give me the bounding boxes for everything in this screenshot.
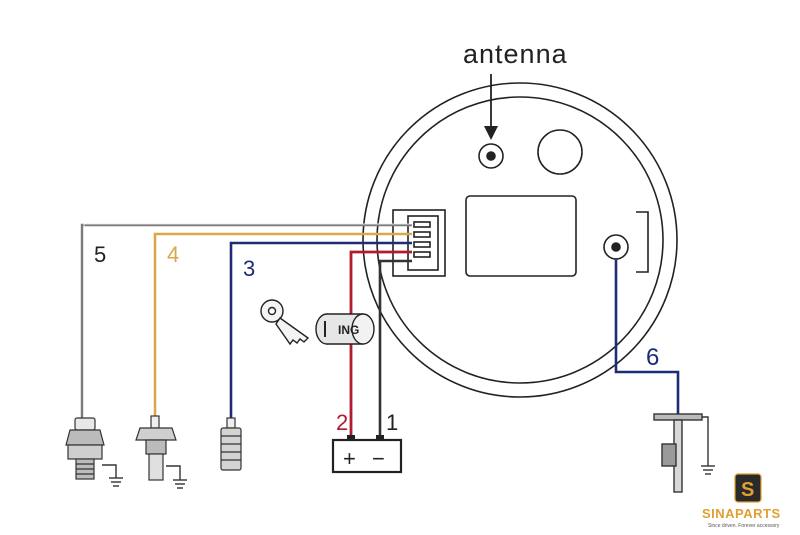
gauge-inner-ring: [376, 96, 664, 384]
wire-1-black: [378, 259, 412, 440]
wire-2-red: [349, 250, 412, 440]
ground-icon: [701, 416, 715, 475]
ground-icon: [102, 464, 123, 487]
fuel-level-sender: [653, 413, 703, 493]
wire-3-label: 3: [243, 256, 255, 281]
antenna-arrow-icon: [484, 74, 498, 140]
ignition-switch: [315, 313, 375, 345]
wire-2-label: 2: [336, 410, 348, 435]
speed-sensor: [220, 417, 242, 471]
brand-logo-badge: [734, 473, 762, 503]
ignition-label: ING: [338, 323, 359, 337]
sender-terminal: [603, 234, 629, 260]
wire-6-navy: [614, 259, 680, 414]
brand-tagline: Since driven. Forever accessory: [708, 523, 780, 529]
battery-plus-label: +: [343, 446, 356, 471]
gauge-side-tab: [636, 211, 649, 273]
pressure-sender: [65, 417, 105, 480]
wire-5-gray: [80, 223, 412, 418]
wire-5-label: 5: [94, 242, 106, 267]
ground-icon: [166, 465, 187, 489]
gauge: [362, 82, 678, 398]
antenna-label: antenna: [463, 39, 568, 69]
brand-logo-letter: S: [741, 479, 754, 501]
wire-4-label: 4: [167, 242, 179, 267]
battery-minus-label: −: [372, 446, 385, 471]
key-icon: [260, 299, 310, 346]
wire-4-gold: [153, 232, 412, 418]
gauge-round-hole: [537, 129, 583, 175]
wire-1-label: 1: [386, 410, 398, 435]
brand-name: SINAPARTS: [702, 506, 781, 521]
brand-logo: S SINAPARTS Since driven. Forever access…: [700, 472, 796, 530]
gauge-outer-ring: [362, 82, 678, 398]
wire-3-navy: [229, 241, 412, 420]
wire-6-label: 6: [646, 344, 659, 371]
temperature-sender: [135, 415, 177, 481]
antenna-terminal: [478, 143, 504, 169]
gauge-connector-inner: [407, 215, 439, 271]
battery: [331, 435, 403, 474]
gauge-display-window: [465, 195, 577, 277]
